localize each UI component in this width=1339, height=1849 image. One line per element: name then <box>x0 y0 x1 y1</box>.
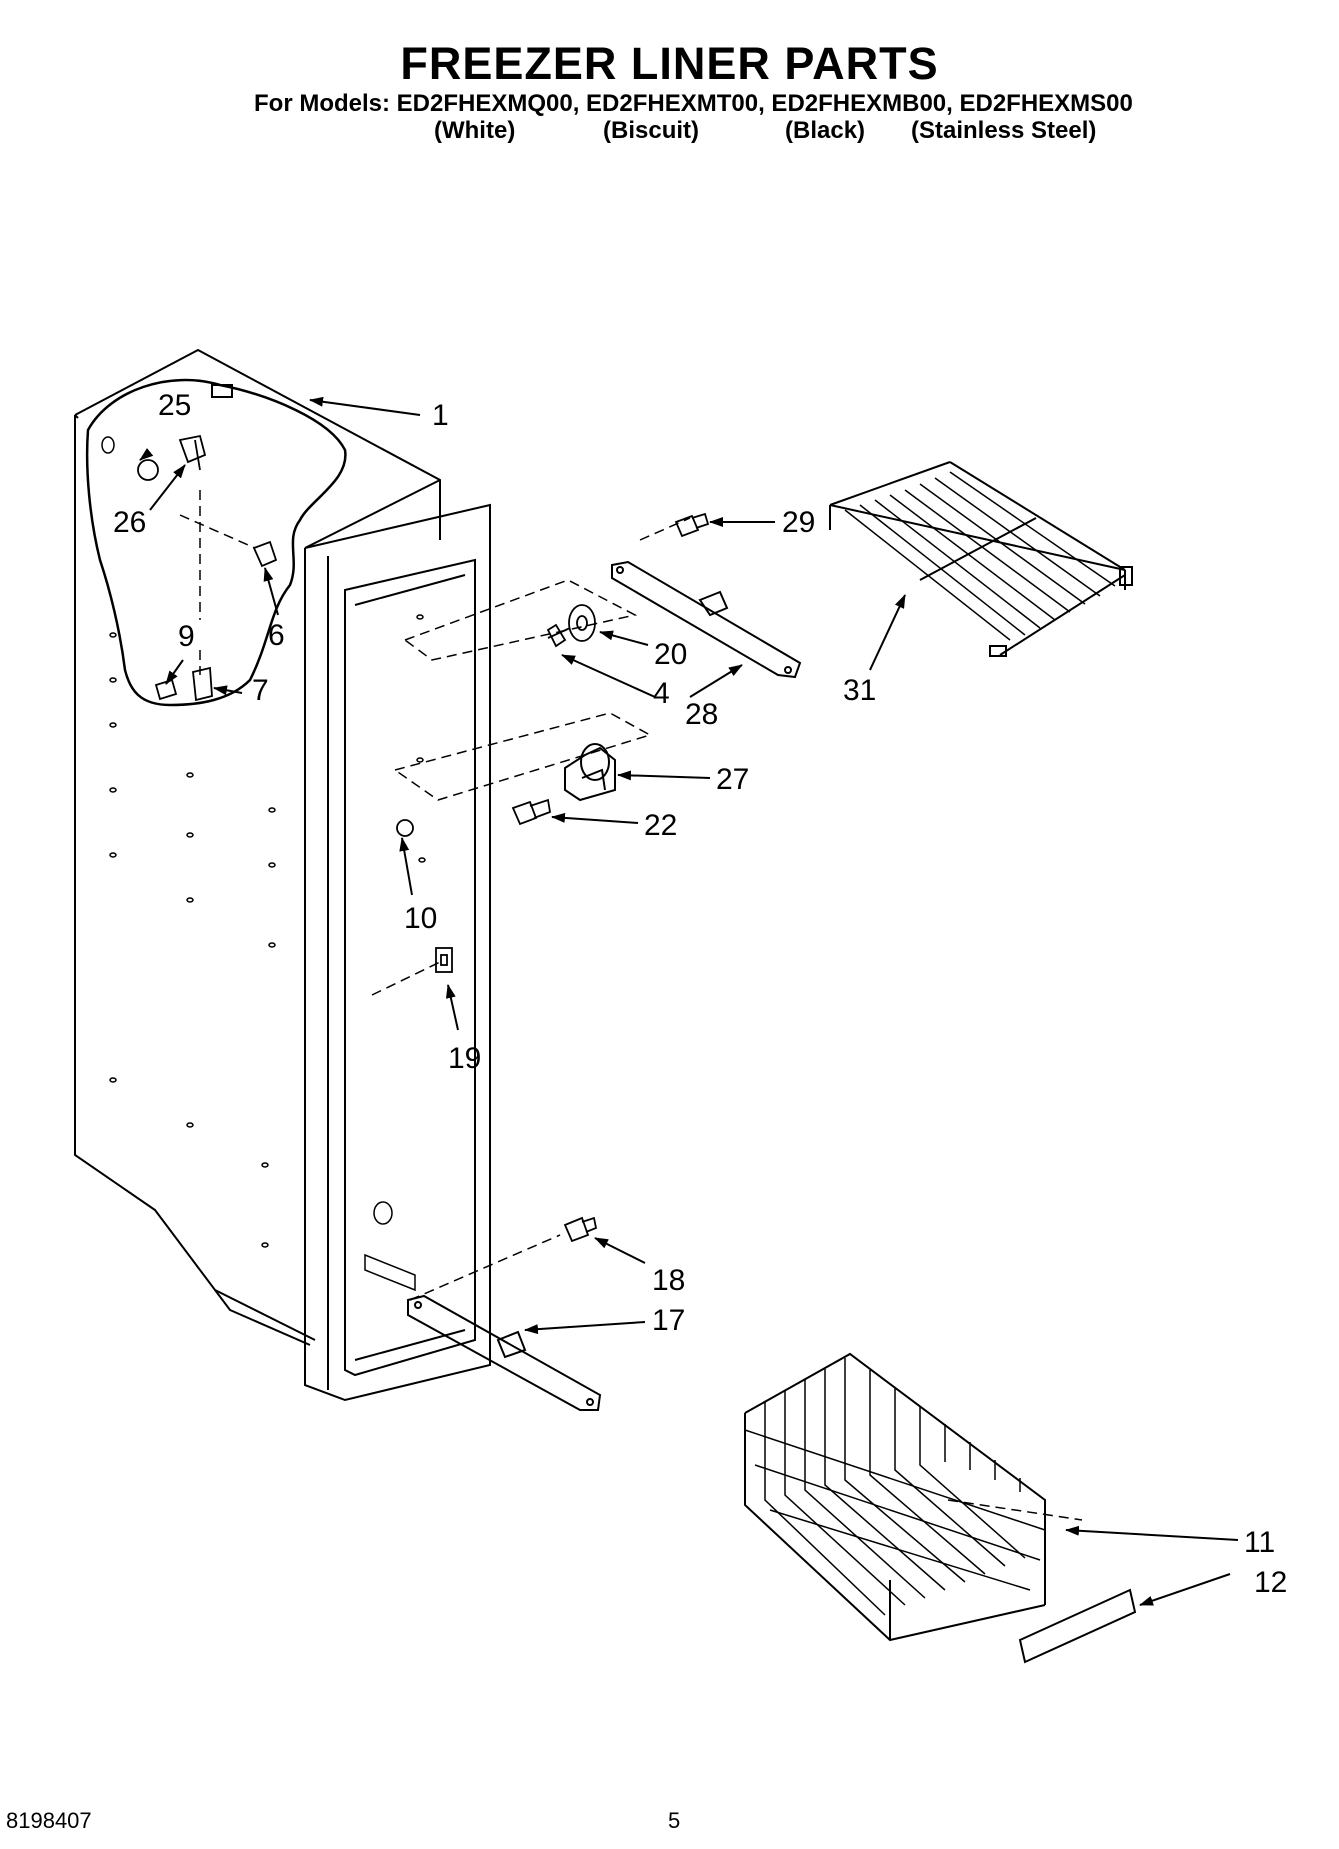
callout-20: 20 <box>654 638 687 671</box>
callout-29: 29 <box>782 506 815 539</box>
screw-22 <box>511 798 552 826</box>
clip-6 <box>252 540 278 568</box>
callout-6: 6 <box>268 619 285 652</box>
variant-white: (White) <box>434 117 516 144</box>
callout-25: 25 <box>158 389 191 422</box>
callout-11: 11 <box>1244 1526 1275 1559</box>
page-title: FREEZER LINER PARTS <box>400 38 939 89</box>
screw-9-bracket-7 <box>154 666 213 702</box>
models-line: For Models: ED2FHEXMQ00, ED2FHEXMT00, ED… <box>254 90 1133 117</box>
variant-black: (Black) <box>785 117 866 144</box>
wire-basket-11 <box>744 1352 1046 1642</box>
trim-12 <box>1018 1588 1137 1664</box>
callout-28: 28 <box>685 698 718 731</box>
callout-4: 4 <box>653 677 670 710</box>
callout-12: 12 <box>1254 1566 1287 1599</box>
variant-biscuit: (Biscuit) <box>603 117 699 144</box>
variant-stainless-steel: (Stainless Steel) <box>911 117 1097 144</box>
screw-10 <box>396 819 414 837</box>
screw-29 <box>674 512 710 538</box>
callout-7: 7 <box>252 674 269 707</box>
callout-31: 31 <box>843 674 876 707</box>
assembly-lines <box>179 490 1083 1521</box>
callout-19: 19 <box>448 1042 481 1075</box>
callout-22: 22 <box>644 809 677 842</box>
callout-9: 9 <box>178 620 195 653</box>
page-number: 5 <box>668 1808 681 1833</box>
callout-1: 1 <box>432 399 449 432</box>
freezer-liner <box>74 348 491 1402</box>
spacer-20-screw-4 <box>546 604 596 648</box>
callout-17: 17 <box>652 1304 685 1337</box>
connector-19 <box>435 947 453 973</box>
leader-arrows <box>139 396 1239 1606</box>
callout-26: 26 <box>113 506 146 539</box>
shelf-rail-17 <box>407 1294 602 1411</box>
callout-10: 10 <box>404 902 437 935</box>
bulb-socket-25-26 <box>137 434 207 481</box>
callout-labels: 1 25 26 6 9 7 29 20 4 28 31 27 22 10 19 … <box>113 389 1287 1599</box>
callout-18: 18 <box>652 1264 685 1297</box>
bracket-27 <box>564 743 616 802</box>
shelf-rail-28 <box>611 560 802 679</box>
callout-27: 27 <box>716 763 749 796</box>
wire-shelf-31 <box>829 461 1133 657</box>
screw-18 <box>563 1216 598 1243</box>
document-number: 8198407 <box>6 1808 92 1833</box>
